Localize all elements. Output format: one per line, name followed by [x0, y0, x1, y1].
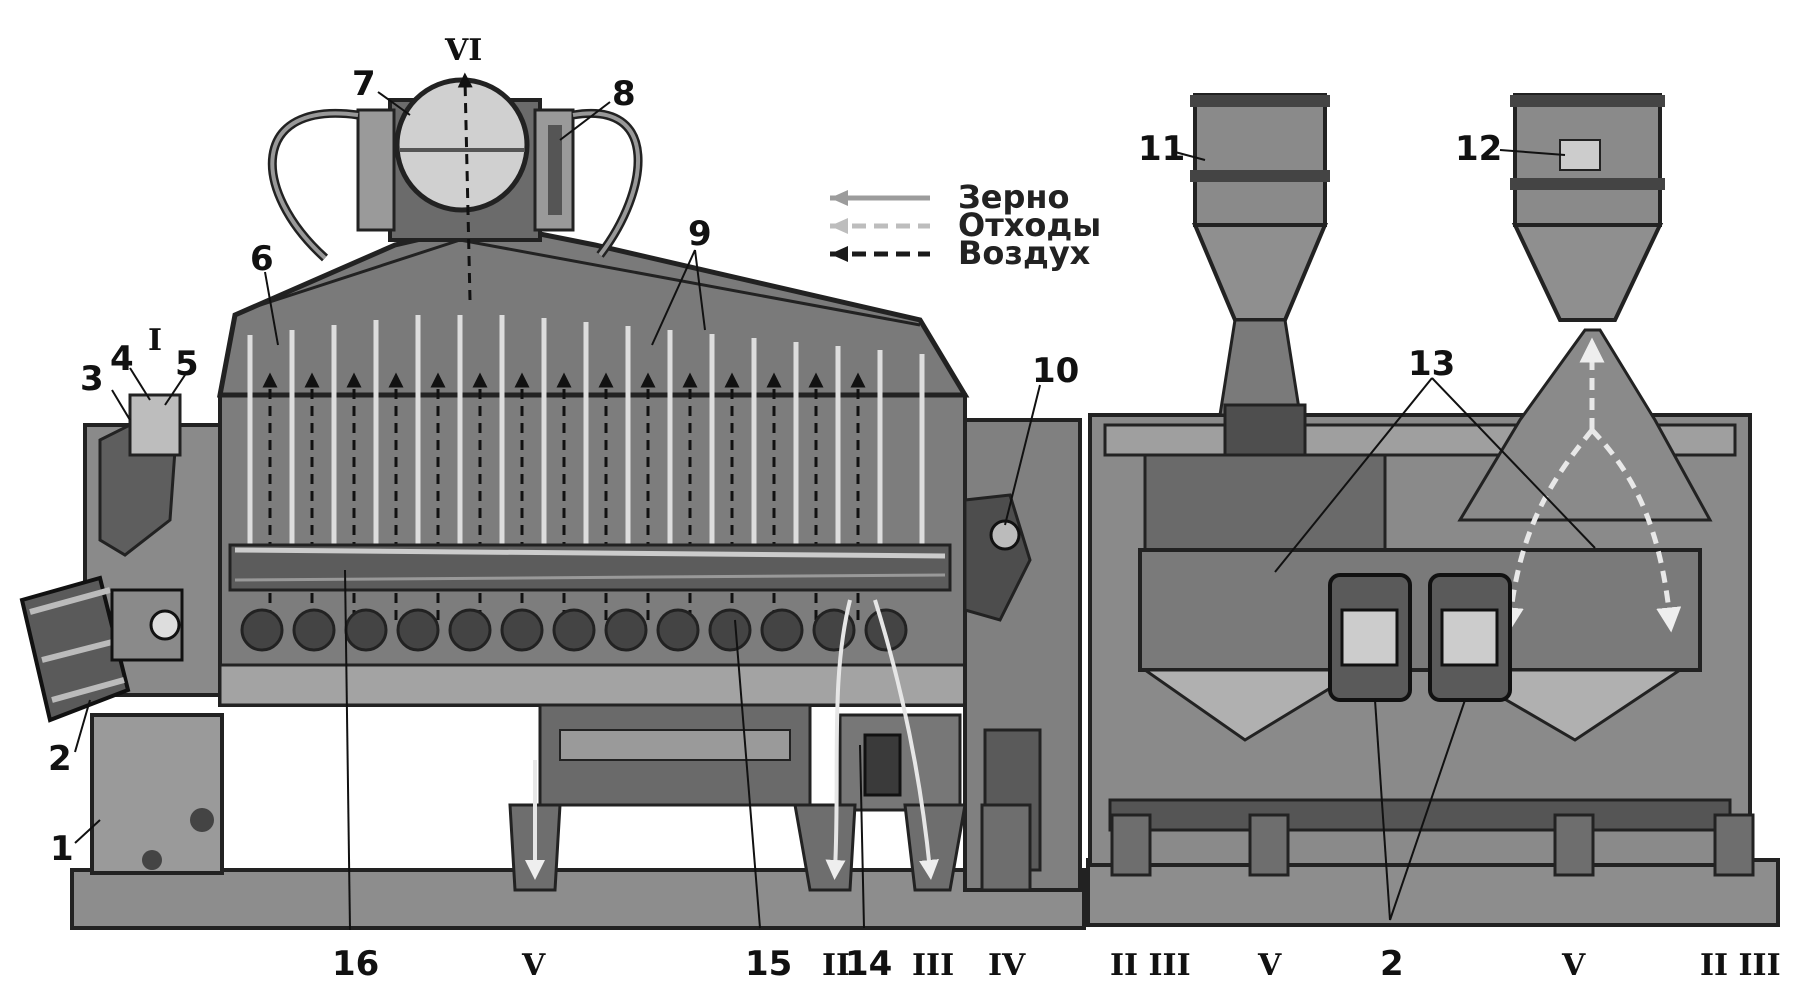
fan-housing — [356, 77, 575, 242]
label-11: 11 — [1138, 129, 1185, 169]
label-VI: VI — [444, 33, 482, 68]
legend-air-label: Воздух — [958, 234, 1091, 272]
callout-labels: 1 2 3 4 5 I 6 7 8 VI 9 10 11 12 13 14 15… — [48, 33, 1781, 984]
hose-right — [572, 108, 643, 258]
legend-grain-label: Зерно — [958, 178, 1069, 216]
bunker-12 — [1510, 93, 1665, 322]
label-outlet-IV: IV — [988, 948, 1026, 983]
label-8: 8 — [612, 74, 636, 114]
label-16: 16 — [332, 944, 379, 984]
label-outlet-II-1: II — [822, 948, 850, 983]
label-13: 13 — [1408, 344, 1455, 384]
waste-auger — [863, 733, 902, 797]
hose-left — [267, 108, 359, 262]
leader-lines — [74, 91, 1596, 931]
inlet-pipe — [128, 393, 182, 457]
label-4: 4 — [110, 339, 134, 379]
label-2-left: 2 — [48, 739, 72, 779]
label-outlet-III-1: III — [912, 948, 954, 983]
frame-stand — [90, 713, 224, 875]
vibro-motor-left — [19, 575, 184, 723]
legend: Зерно Отходы Воздух — [830, 178, 1101, 272]
label-12: 12 — [1455, 129, 1502, 169]
waste-flow-arrows — [525, 599, 939, 880]
label-15: 15 — [745, 944, 792, 984]
legend-waste-label: Отходы — [958, 206, 1101, 244]
label-outlet-V-1: V — [521, 948, 546, 983]
label-outlet-V-3: V — [1561, 948, 1586, 983]
label-14: 14 — [845, 944, 892, 984]
label-outlet-V-2: V — [1257, 948, 1282, 983]
label-1: 1 — [50, 829, 74, 869]
outlet-spouts-right — [1110, 813, 1755, 877]
label-7: 7 — [352, 64, 376, 104]
label-10: 10 — [1032, 351, 1079, 391]
label-outlet-II-III-2: II III — [1700, 948, 1781, 983]
bunker-11 — [1190, 93, 1330, 457]
label-6: 6 — [250, 239, 274, 279]
label-9: 9 — [688, 214, 712, 254]
label-5: 5 — [175, 344, 199, 384]
label-outlet-II-III-1: II III — [1110, 948, 1191, 983]
label-2-right: 2 — [1380, 944, 1404, 984]
left-machine — [19, 72, 1086, 930]
right-machine — [1086, 93, 1780, 927]
grain-flow-arrows — [1498, 337, 1682, 633]
label-I: I — [148, 323, 162, 358]
vibro-motors-right — [1328, 573, 1512, 702]
label-3: 3 — [80, 359, 104, 399]
base-rail-right — [1086, 858, 1780, 927]
aspiration-channels — [247, 315, 925, 545]
